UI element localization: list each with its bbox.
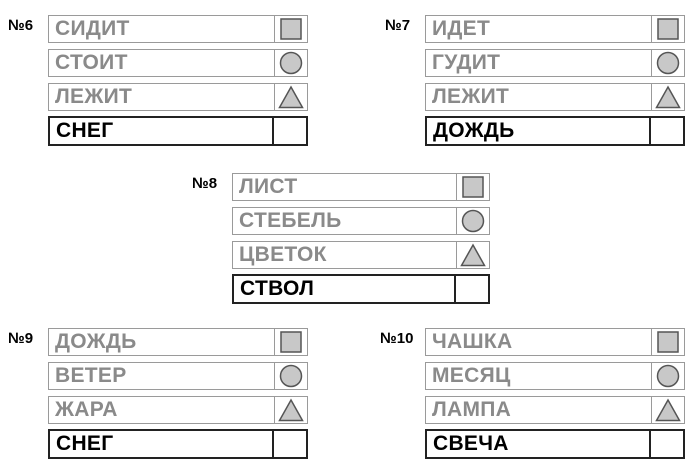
clue-row: ЛИСТ [232, 173, 490, 201]
puzzle-number: №6 [8, 17, 34, 34]
clue-word: ЛАМПА [432, 398, 512, 421]
clue-row: ЛЕЖИТ [48, 83, 308, 111]
empty-answer-cell[interactable] [454, 276, 488, 302]
square-icon [462, 176, 484, 198]
empty-answer-cell[interactable] [272, 118, 306, 144]
puzzle-block-7: №7 ИДЕТ ГУДИТ ЛЕЖИТ ДОЖДЬ [385, 15, 685, 150]
clue-word: ЛЕЖИТ [432, 85, 510, 108]
clue-row: СТЕБЕЛЬ [232, 207, 490, 235]
answer-row: СНЕГ [48, 429, 308, 459]
clue-word: СТОИТ [55, 51, 128, 74]
answer-row: СВЕЧА [425, 429, 685, 459]
clue-row: ЧАШКА [425, 328, 685, 356]
puzzle-number: №7 [385, 17, 411, 34]
triangle-icon [278, 85, 304, 109]
clue-word: ЛИСТ [239, 175, 298, 198]
square-icon [657, 331, 679, 353]
square-icon [280, 331, 302, 353]
clue-word: ЖАРА [55, 398, 118, 421]
clue-row: ЖАРА [48, 396, 308, 424]
clue-row: ЛАМПА [425, 396, 685, 424]
triangle-icon [655, 398, 681, 422]
circle-icon [279, 364, 303, 388]
clue-row: ЦВЕТОК [232, 241, 490, 269]
empty-answer-cell[interactable] [649, 431, 683, 457]
circle-icon [656, 51, 680, 75]
clue-word: МЕСЯЦ [432, 364, 511, 387]
circle-icon [279, 51, 303, 75]
empty-answer-cell[interactable] [272, 431, 306, 457]
answer-word: СНЕГ [56, 432, 114, 455]
clue-row: ВЕТЕР [48, 362, 308, 390]
answer-word: СВЕЧА [433, 432, 509, 455]
answer-row: СТВОЛ [232, 274, 490, 304]
triangle-icon [278, 398, 304, 422]
answer-row: ДОЖДЬ [425, 116, 685, 146]
circle-icon [656, 364, 680, 388]
puzzle-block-6: №6 СИДИТ СТОИТ ЛЕЖИТ СНЕГ [8, 15, 308, 150]
puzzle-number: №8 [192, 175, 218, 192]
puzzle-block-8: №8 ЛИСТ СТЕБЕЛЬ ЦВЕТОК СТВОЛ [192, 173, 492, 308]
clue-word: СИДИТ [55, 17, 130, 40]
answer-word: СТВОЛ [240, 277, 315, 300]
clue-row: МЕСЯЦ [425, 362, 685, 390]
clue-word: СТЕБЕЛЬ [239, 209, 342, 232]
answer-word: ДОЖДЬ [433, 119, 515, 142]
clue-word: ЛЕЖИТ [55, 85, 133, 108]
puzzle-number: №9 [8, 330, 34, 347]
puzzle-block-10: №10 ЧАШКА МЕСЯЦ ЛАМПА СВЕЧА [380, 328, 685, 463]
puzzle-number: №10 [380, 330, 414, 347]
clue-row: ИДЕТ [425, 15, 685, 43]
puzzle-block-9: №9 ДОЖДЬ ВЕТЕР ЖАРА СНЕГ [8, 328, 308, 463]
square-icon [280, 18, 302, 40]
triangle-icon [460, 243, 486, 267]
answer-word: СНЕГ [56, 119, 114, 142]
answer-row: СНЕГ [48, 116, 308, 146]
clue-row: ГУДИТ [425, 49, 685, 77]
circle-icon [461, 209, 485, 233]
clue-word: ДОЖДЬ [55, 330, 137, 353]
clue-row: ДОЖДЬ [48, 328, 308, 356]
triangle-icon [655, 85, 681, 109]
clue-word: ЦВЕТОК [239, 243, 327, 266]
empty-answer-cell[interactable] [649, 118, 683, 144]
clue-word: ЧАШКА [432, 330, 513, 353]
clue-row: ЛЕЖИТ [425, 83, 685, 111]
clue-row: СИДИТ [48, 15, 308, 43]
clue-row: СТОИТ [48, 49, 308, 77]
square-icon [657, 18, 679, 40]
clue-word: ГУДИТ [432, 51, 501, 74]
clue-word: ИДЕТ [432, 17, 491, 40]
clue-word: ВЕТЕР [55, 364, 127, 387]
